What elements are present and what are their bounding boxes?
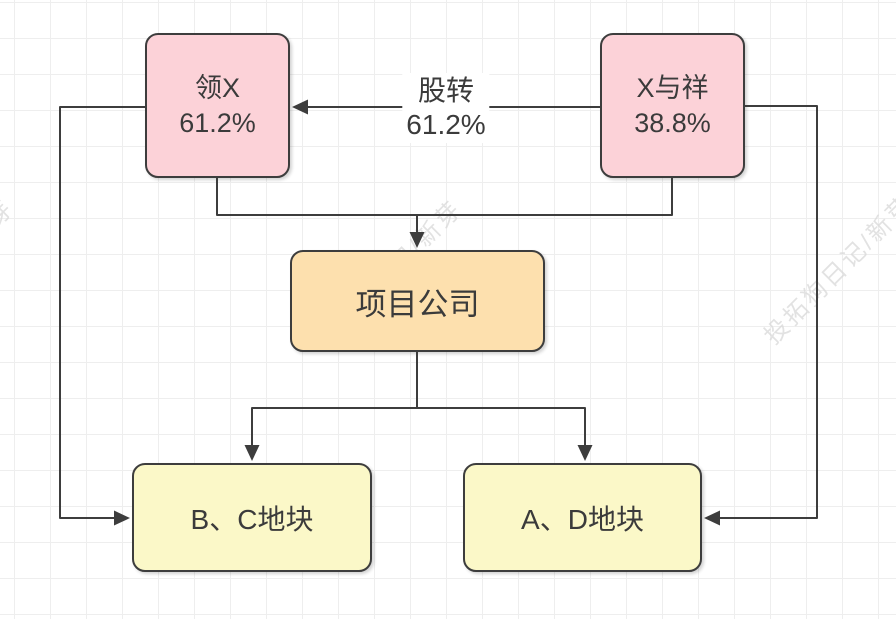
node-parcel-bc: B、C地块 (132, 463, 372, 572)
watermark-text: 投拓狗日记/新芽 (0, 194, 20, 354)
edge-project-to-parcels (244, 352, 593, 461)
arrowhead-right-icon (114, 510, 130, 526)
node-project-company-label: 项目公司 (355, 286, 480, 322)
node-parcel-bc-label: B、C地块 (190, 503, 314, 535)
node-xyuxiang: X与祥 38.8% (600, 33, 745, 178)
arrowhead-down-icon (244, 445, 260, 461)
node-parcel-ad: A、D地块 (463, 463, 702, 572)
edge-lingx-to-bc (59, 106, 145, 526)
node-parcel-ad-label: A、D地块 (521, 503, 644, 535)
arrowhead-down-icon (577, 445, 593, 461)
node-xyuxiang-percentage: 38.8% (634, 107, 711, 138)
arrowhead-left-icon (704, 510, 720, 526)
arrowhead-left-icon (292, 99, 308, 115)
node-xyuxiang-name: X与祥 (636, 72, 709, 103)
node-lingx: 领X 61.2% (145, 33, 290, 178)
arrowhead-down-icon (409, 232, 425, 248)
edge-label-line2: 61.2% (406, 109, 486, 140)
edge-label-line1: 股转 (417, 75, 474, 106)
edge-share-transfer-label: 股转 61.2% (402, 73, 490, 143)
edge-parents-to-project (216, 178, 673, 248)
node-lingx-name: 领X (194, 72, 240, 103)
node-project-company: 项目公司 (290, 250, 545, 352)
watermark-text: 投拓狗日记/新芽 (759, 190, 896, 350)
node-lingx-percentage: 61.2% (179, 107, 256, 138)
